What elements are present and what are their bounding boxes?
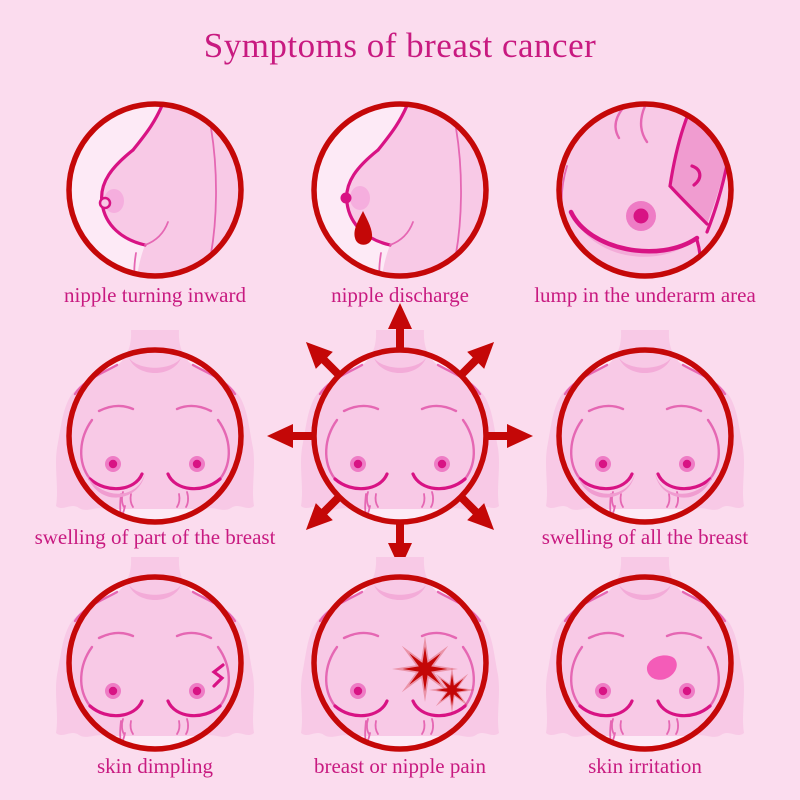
cell-skin-irritation: [525, 543, 765, 783]
symptom-label: skin irritation: [588, 754, 702, 778]
side-profile-inverted-nipple-illustration: [35, 70, 275, 310]
cell-nipple-discharge: [280, 70, 520, 310]
cell-breast-nipple-pain: [280, 543, 520, 783]
symptom-label: nipple discharge: [331, 283, 469, 307]
cell-swelling-part: [35, 316, 275, 556]
symptom-label: lump in the underarm area: [534, 283, 756, 307]
symptom-label: skin dimpling: [96, 754, 214, 778]
front-torso-irritation-illustration: [544, 555, 746, 783]
discharge-drop-icon: [354, 211, 373, 245]
front-torso-pain-illustration: [299, 555, 501, 783]
symptom-label: swelling of all the breast: [541, 525, 749, 549]
side-profile-discharge-illustration: [280, 70, 520, 310]
page-title: Symptoms of breast cancer: [203, 26, 597, 65]
symptom-label: nipple turning inward: [64, 283, 246, 307]
cell-nipple-turning-inward: [35, 70, 275, 310]
front-torso-radiating-arrows-illustration: [267, 303, 533, 569]
pain-star-icon: [436, 674, 468, 706]
areola: [350, 186, 370, 210]
front-torso-swelling-all-illustration: [544, 328, 746, 556]
cell-swelling-all: [525, 316, 765, 556]
radiating-arrows-icon: [267, 303, 533, 569]
nipple: [340, 192, 352, 204]
cell-center-radiating: [240, 276, 560, 596]
cell-skin-dimpling: [35, 543, 275, 783]
front-torso-dimpling-illustration: [54, 555, 256, 783]
dimple-mark-icon: [211, 663, 225, 688]
inverted-nipple-icon: [98, 196, 112, 210]
symptom-label: swelling of part of the breast: [34, 525, 276, 549]
front-torso-swelling-part-illustration: [54, 328, 256, 556]
underarm-lump-illustration: [525, 70, 765, 310]
pain-star-icon: [402, 646, 448, 692]
irritation-patch-icon: [646, 655, 677, 680]
symptom-label: breast or nipple pain: [313, 754, 487, 778]
cell-lump-underarm: [525, 70, 765, 310]
